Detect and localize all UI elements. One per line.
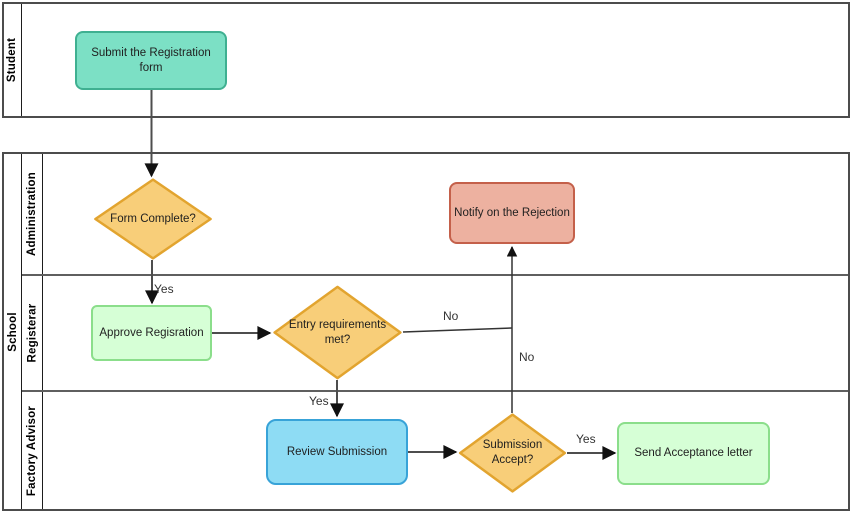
edge-label-submission-no: No bbox=[519, 350, 535, 364]
node-approve-registration[interactable]: Approve Regisration bbox=[91, 305, 212, 361]
node-review-submission[interactable]: Review Submission bbox=[266, 419, 408, 485]
node-review-submission-label: Review Submission bbox=[286, 445, 388, 458]
node-submit-registration-label: Submit the Registration form bbox=[91, 46, 211, 74]
node-form-complete-decision[interactable]: Form Complete? bbox=[93, 178, 213, 260]
node-submission-accept-label: Submission Accept? bbox=[482, 439, 543, 466]
node-send-acceptance[interactable]: Send Acceptance letter bbox=[617, 422, 770, 485]
decision-diamond-shape bbox=[458, 413, 567, 493]
node-notify-rejection-label: Notify on the Rejection bbox=[454, 206, 570, 219]
edge-label-entry-yes: Yes bbox=[309, 394, 329, 408]
lane-label-administration: Administration bbox=[26, 172, 39, 256]
pool-school-header-divider bbox=[21, 154, 22, 509]
node-submit-registration[interactable]: Submit the Registration form bbox=[75, 31, 227, 90]
decision-diamond-shape bbox=[93, 178, 213, 260]
node-notify-rejection[interactable]: Notify on the Rejection bbox=[449, 182, 575, 244]
lane-divider-registerar-factory bbox=[22, 390, 848, 392]
edge-label-entry-no: No bbox=[443, 309, 459, 323]
pool-student-header-divider bbox=[21, 4, 22, 116]
pool-label-student: Student bbox=[6, 37, 19, 83]
node-entry-requirements-decision[interactable]: Entry requirements met? bbox=[272, 285, 403, 380]
lane-label-factory-advisor: Factory Advisor bbox=[26, 405, 39, 496]
lane-header-divider bbox=[42, 154, 43, 509]
edge-label-submission-yes: Yes bbox=[576, 432, 596, 446]
node-form-complete-label: Form Complete? bbox=[110, 212, 196, 225]
node-entry-requirements-label: Entry requirements met? bbox=[288, 318, 387, 346]
node-submission-accept-decision[interactable]: Submission Accept? bbox=[458, 413, 567, 493]
pool-label-school: School bbox=[6, 311, 19, 352]
edge-label-form-yes: Yes bbox=[154, 282, 174, 296]
lane-divider-administration-registerar bbox=[22, 274, 848, 276]
lane-label-registerar: Registerar bbox=[26, 303, 39, 363]
node-send-acceptance-label: Send Acceptance letter bbox=[634, 447, 753, 460]
decision-diamond-shape bbox=[272, 285, 403, 380]
node-approve-registration-label: Approve Regisration bbox=[99, 326, 204, 339]
